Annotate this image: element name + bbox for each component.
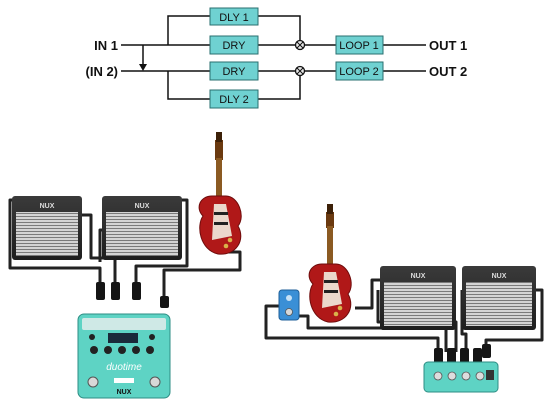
block-loop1-label: LOOP 1 (339, 40, 379, 52)
block-dry2 (209, 61, 259, 81)
duotime-pedal-brand: NUX (117, 389, 132, 396)
amp-left-1-logo: NUX (40, 203, 55, 210)
mixer-1 (294, 39, 306, 51)
amp-right-2-logo: NUX (492, 273, 507, 280)
output-2-label: OUT 2 (429, 64, 467, 79)
block-dry2-label: DRY (222, 66, 246, 78)
block-dly2 (209, 89, 259, 109)
duotime-pedal-rear (423, 361, 499, 393)
input-2-label: (IN 2) (86, 64, 119, 79)
block-dry1-label: DRY (222, 40, 246, 52)
amp-right-1-logo: NUX (411, 273, 426, 280)
block-dly1-label: DLY 1 (219, 12, 249, 24)
left-plugs (96, 282, 169, 308)
amp-right-1: NUX (380, 266, 456, 330)
guitar-left (198, 132, 242, 255)
duotime-pedal-name: duotime (106, 362, 142, 373)
mixer-2 (294, 65, 306, 77)
block-loop1 (335, 35, 384, 55)
duotime-pedal: duotime NUX (77, 313, 171, 399)
amp-right-2: NUX (462, 266, 536, 330)
output-1-label: OUT 1 (429, 38, 467, 53)
block-dry1 (209, 35, 259, 55)
block-dly2-label: DLY 2 (219, 94, 249, 106)
arrow-down-icon (139, 64, 147, 71)
block-dly1 (209, 7, 259, 26)
block-loop2-label: LOOP 2 (339, 66, 379, 78)
block-diagram (121, 15, 426, 100)
input-1-label: IN 1 (94, 38, 118, 53)
amp-left-2: NUX (102, 196, 182, 260)
guitar-right (308, 204, 352, 323)
amp-left-2-logo: NUX (135, 203, 150, 210)
block-loop2 (335, 61, 384, 81)
amp-left-1: NUX (12, 196, 82, 260)
blue-pedal (278, 289, 300, 321)
